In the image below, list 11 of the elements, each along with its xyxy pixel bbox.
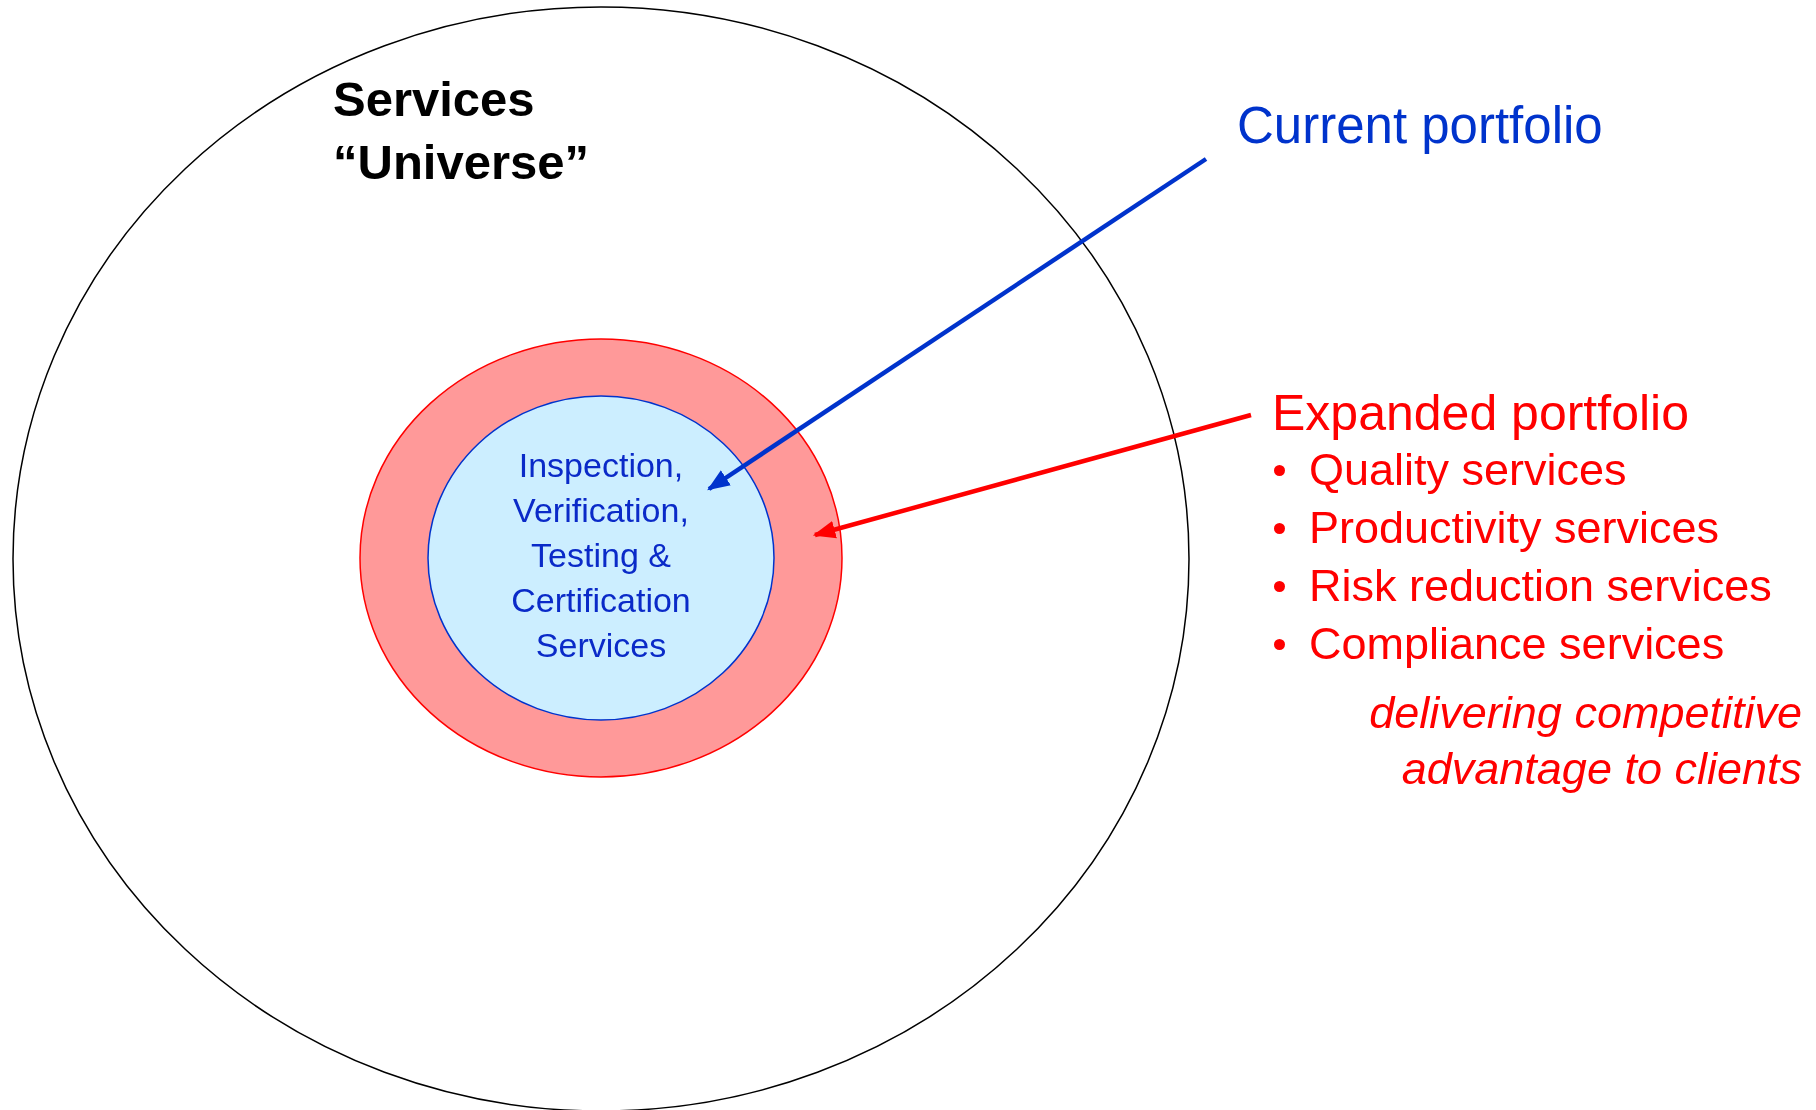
list-item-text: Risk reduction services: [1309, 560, 1772, 612]
title-text: Services “Universe”: [333, 71, 590, 191]
list-item-text: Compliance services: [1309, 618, 1725, 670]
list-item-text: Productivity services: [1309, 502, 1720, 554]
ellipse-label: Inspection, Verification, Testing & Certification Services: [510, 444, 692, 666]
list-item-text: Quality services: [1309, 444, 1627, 496]
arrow: [707, 157, 1208, 491]
callout-heading: Expanded portfolio: [1272, 385, 1689, 441]
note-text: delivering competitive advantage to clients: [1368, 686, 1802, 796]
arrow: [812, 412, 1252, 539]
callout-label: Current portfolio: [1237, 96, 1603, 155]
